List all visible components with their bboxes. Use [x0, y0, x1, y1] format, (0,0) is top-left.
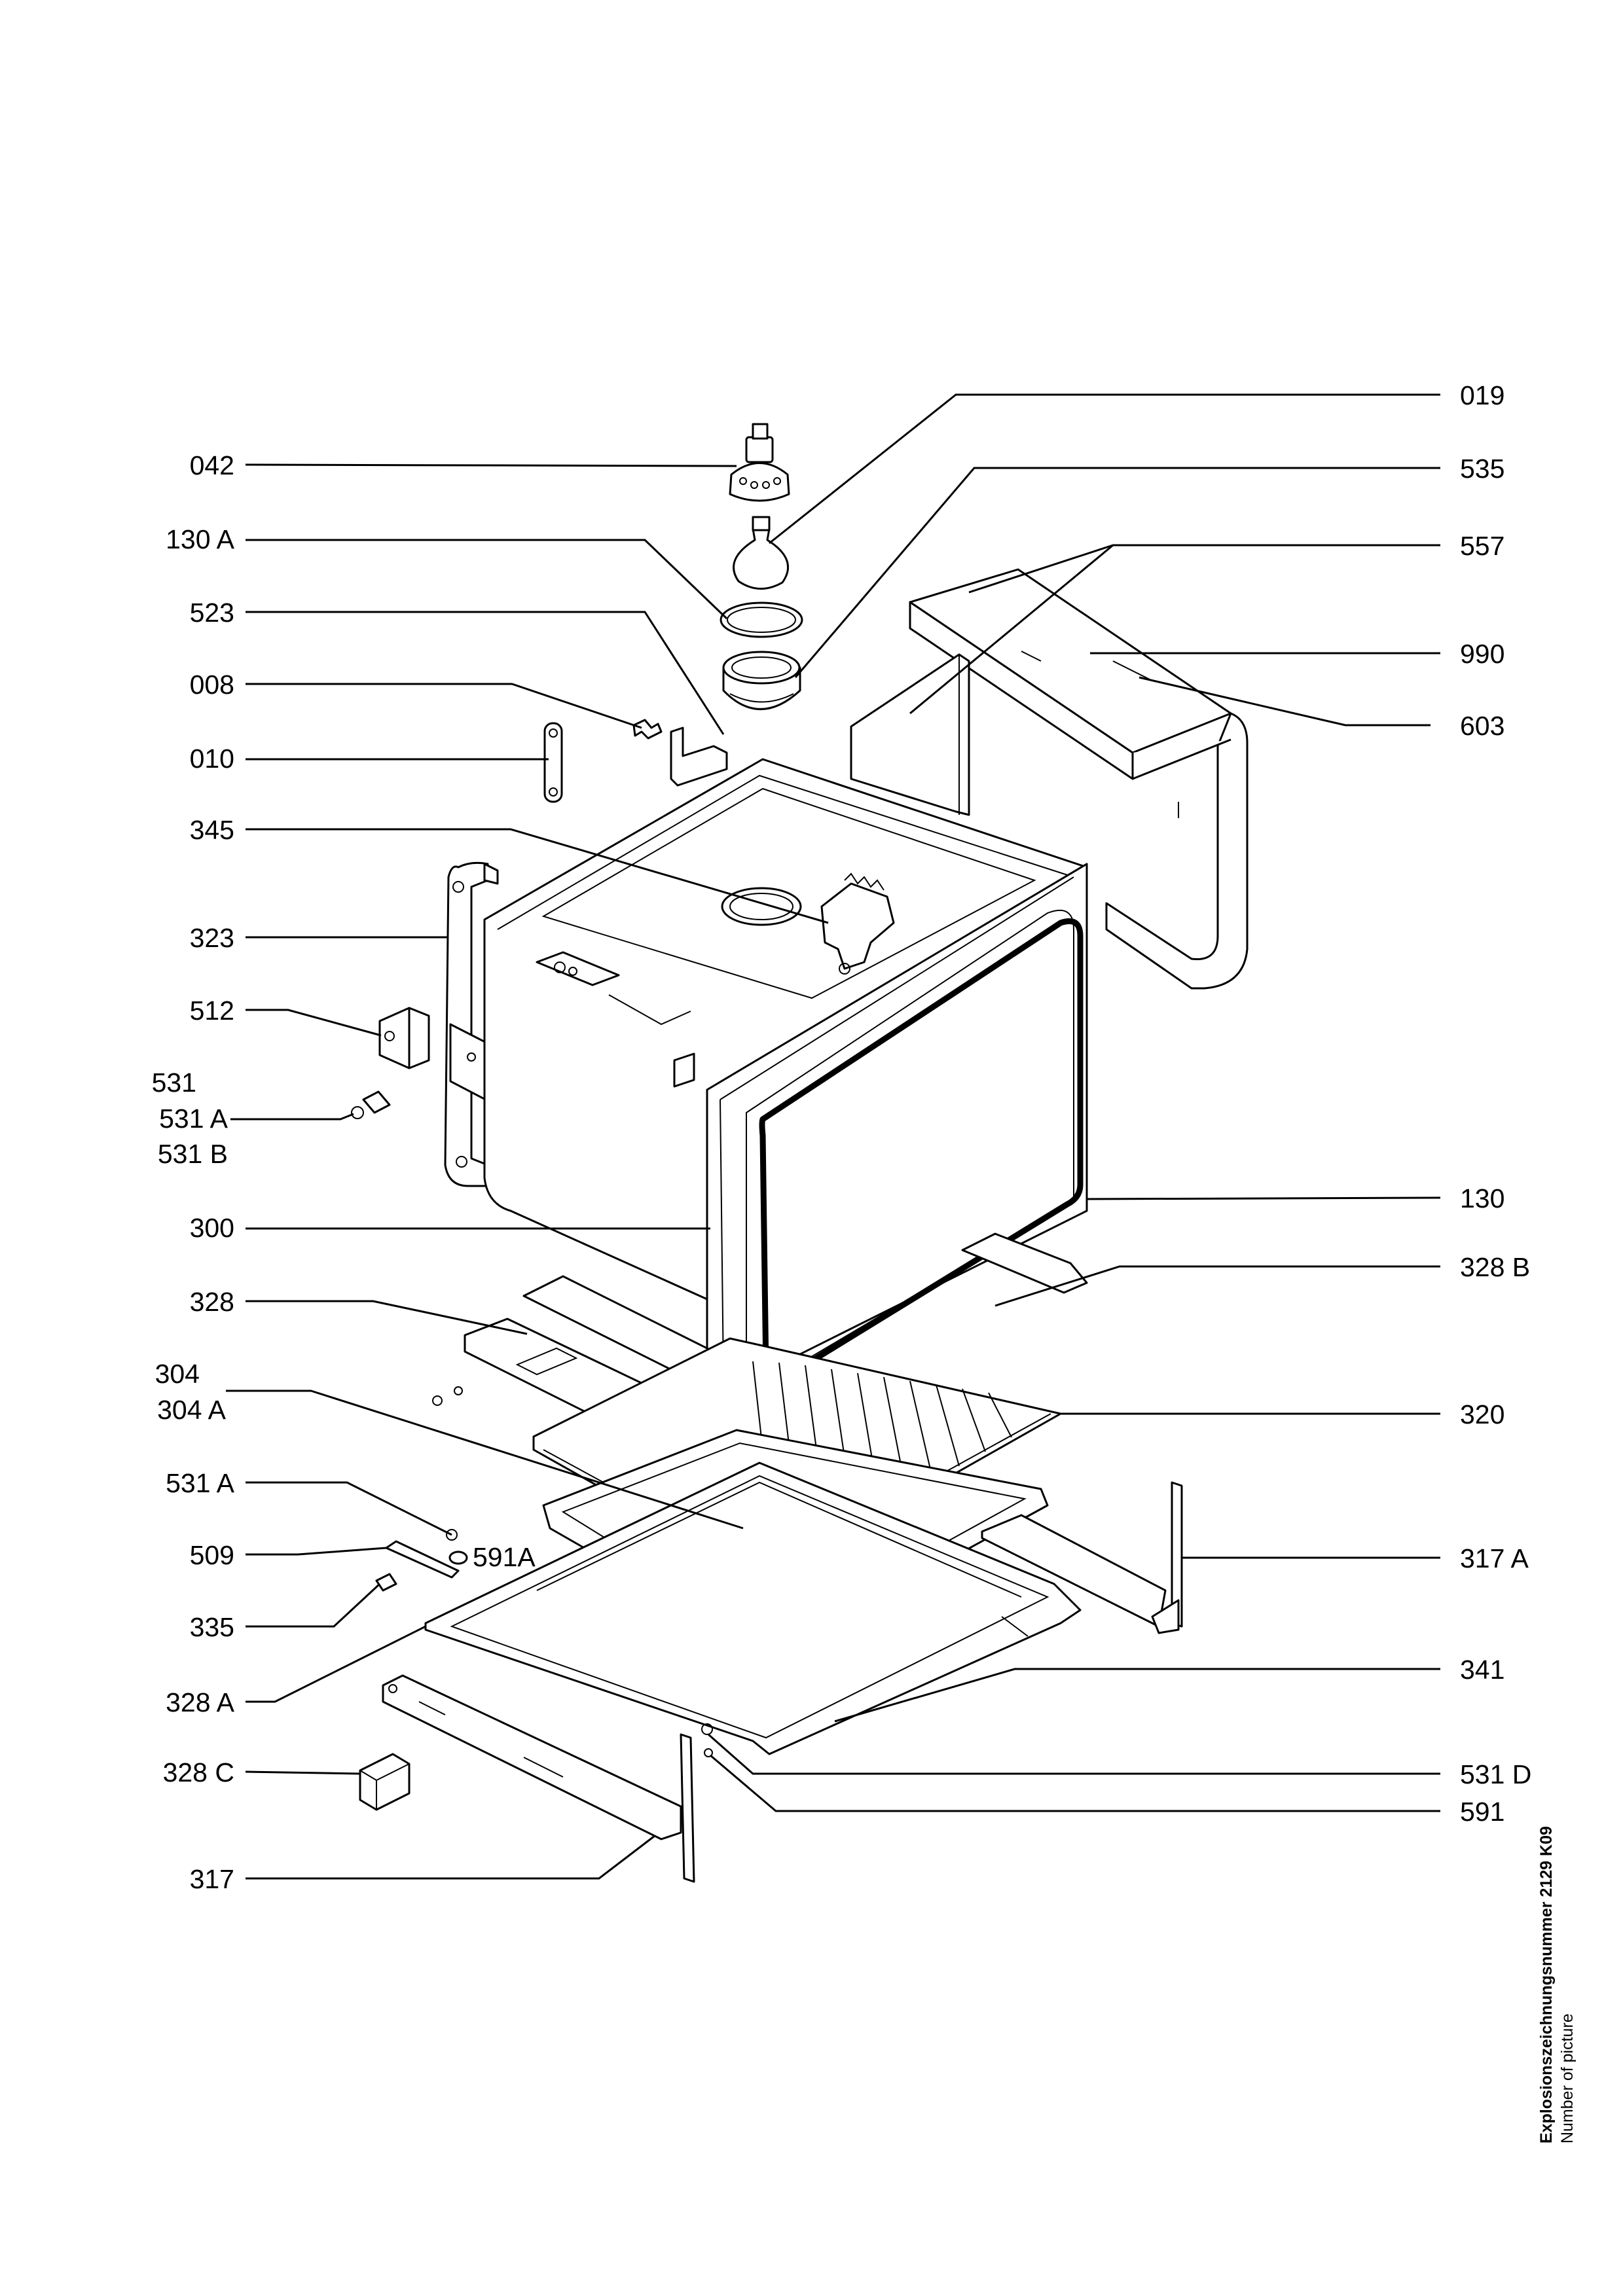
- label-304: 304: [155, 1359, 200, 1389]
- label-019: 019: [1460, 380, 1504, 410]
- leader-lines: [226, 393, 1441, 1880]
- label-591a: 591A: [473, 1542, 536, 1572]
- caption-number-of-picture: Number of picture: [1558, 2013, 1577, 2144]
- label-008: 008: [190, 670, 234, 700]
- caption-drawing-number: Explosionszeichnungsnummer 2129 K09: [1537, 1826, 1556, 2144]
- label-345: 345: [190, 815, 234, 845]
- label-130a: 130 A: [166, 524, 235, 554]
- label-323: 323: [190, 923, 234, 953]
- front-rail-icon: [382, 1674, 695, 1883]
- label-535: 535: [1460, 454, 1504, 484]
- label-557: 557: [1460, 531, 1504, 561]
- label-990: 990: [1460, 639, 1504, 669]
- label-531: 531: [152, 1067, 196, 1098]
- label-304a: 304 A: [157, 1395, 227, 1425]
- label-335: 335: [190, 1612, 234, 1642]
- tray-icon: [961, 1232, 1088, 1294]
- label-317a: 317 A: [1460, 1543, 1529, 1573]
- label-603: 603: [1460, 711, 1504, 741]
- label-300: 300: [190, 1213, 234, 1243]
- label-531a: 531 A: [159, 1103, 228, 1134]
- label-509: 509: [190, 1540, 234, 1570]
- label-328b: 328 B: [1460, 1252, 1530, 1282]
- seal-ring-icon: [720, 601, 803, 638]
- lamp-bulb-icon: [733, 516, 789, 590]
- thermostat-icon: [820, 872, 895, 975]
- label-130: 130: [1460, 1183, 1504, 1213]
- lamp-socket-icon: [729, 423, 790, 502]
- clip-icon: [632, 719, 663, 740]
- lamp-cover-icon: [722, 651, 801, 710]
- side-rail-icon: [981, 1481, 1183, 1634]
- fastener-icon: [375, 1529, 468, 1592]
- label-328c: 328 C: [163, 1757, 234, 1787]
- label-317: 317: [190, 1864, 234, 1894]
- part-labels: 042 130 A 523 008 010 345 323 512 531 53…: [152, 380, 1532, 1894]
- label-010: 010: [190, 744, 234, 774]
- label-320: 320: [1460, 1399, 1504, 1429]
- label-531d: 531 D: [1460, 1759, 1531, 1789]
- label-531b: 531 B: [158, 1139, 228, 1169]
- base-frame-icon: [424, 1462, 1082, 1755]
- label-523: 523: [190, 598, 234, 628]
- insulation-block-icon: [359, 1753, 410, 1811]
- bracket-icon: [670, 726, 728, 787]
- hinge-pin-icon: [543, 722, 563, 803]
- picture-caption: Explosionszeichnungsnummer 2129 K09 Numb…: [1537, 1826, 1577, 2144]
- screw-icon: [351, 1090, 391, 1119]
- label-531a-2: 531 A: [166, 1468, 235, 1498]
- label-328: 328: [190, 1287, 234, 1317]
- label-042: 042: [190, 450, 234, 480]
- label-341: 341: [1460, 1655, 1504, 1685]
- label-591: 591: [1460, 1797, 1504, 1827]
- label-512: 512: [190, 996, 234, 1026]
- insulation-blanket-icon: [850, 568, 1249, 990]
- parts-drawing: [351, 423, 1249, 1883]
- label-328a: 328 A: [166, 1687, 235, 1717]
